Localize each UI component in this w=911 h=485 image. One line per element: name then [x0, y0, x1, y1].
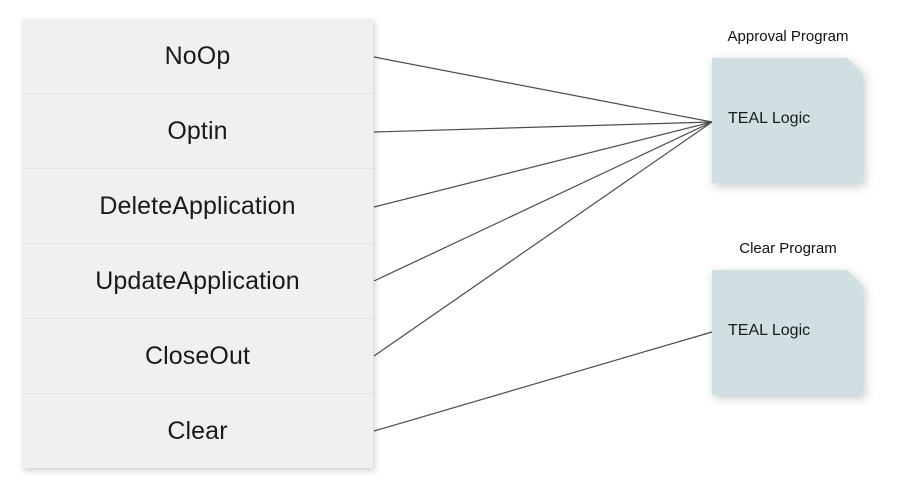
oncomplete-row-updateapplication[interactable]: UpdateApplication: [22, 244, 373, 319]
oncomplete-label-closeout: CloseOut: [144, 341, 250, 370]
oncomplete-panel: NoOp Optin DeleteApplication UpdateAppli…: [22, 19, 373, 468]
connector-optin-to-approval: [373, 121, 713, 133]
document-shape-icon: [712, 58, 863, 183]
connector-deleteapplication-to-approval: [373, 121, 713, 208]
oncomplete-row-clear[interactable]: Clear: [22, 394, 373, 468]
clear-program-document[interactable]: [712, 270, 863, 395]
oncomplete-row-optin[interactable]: Optin: [22, 94, 373, 169]
oncomplete-row-deleteapplication[interactable]: DeleteApplication: [22, 169, 373, 244]
clear-program-body-label: TEAL Logic: [728, 322, 811, 339]
oncomplete-label-noop: NoOp: [164, 41, 231, 70]
approval-program-title: Approval Program: [727, 28, 849, 45]
connector-updateapplication-to-approval: [373, 121, 713, 282]
connector-clear-to-clear-program: [373, 331, 713, 432]
oncomplete-row-noop[interactable]: NoOp: [22, 19, 373, 94]
oncomplete-row-closeout[interactable]: CloseOut: [22, 319, 373, 394]
clear-program-group: Clear Program TEAL Logic: [712, 240, 864, 398]
oncomplete-label-deleteapplication: DeleteApplication: [99, 191, 296, 220]
oncomplete-label-optin: Optin: [167, 116, 228, 145]
oncomplete-label-clear: Clear: [167, 416, 228, 445]
document-shape-icon: [712, 270, 863, 395]
approval-program-body-label: TEAL Logic: [728, 110, 811, 127]
connector-noop-to-approval: [373, 56, 713, 123]
approval-program-document[interactable]: [712, 58, 863, 183]
approval-program-group: Approval Program TEAL Logic: [712, 28, 864, 186]
connector-closeout-to-approval: [373, 121, 713, 357]
oncomplete-label-updateapplication: UpdateApplication: [95, 266, 300, 295]
clear-program-title: Clear Program: [739, 240, 837, 257]
